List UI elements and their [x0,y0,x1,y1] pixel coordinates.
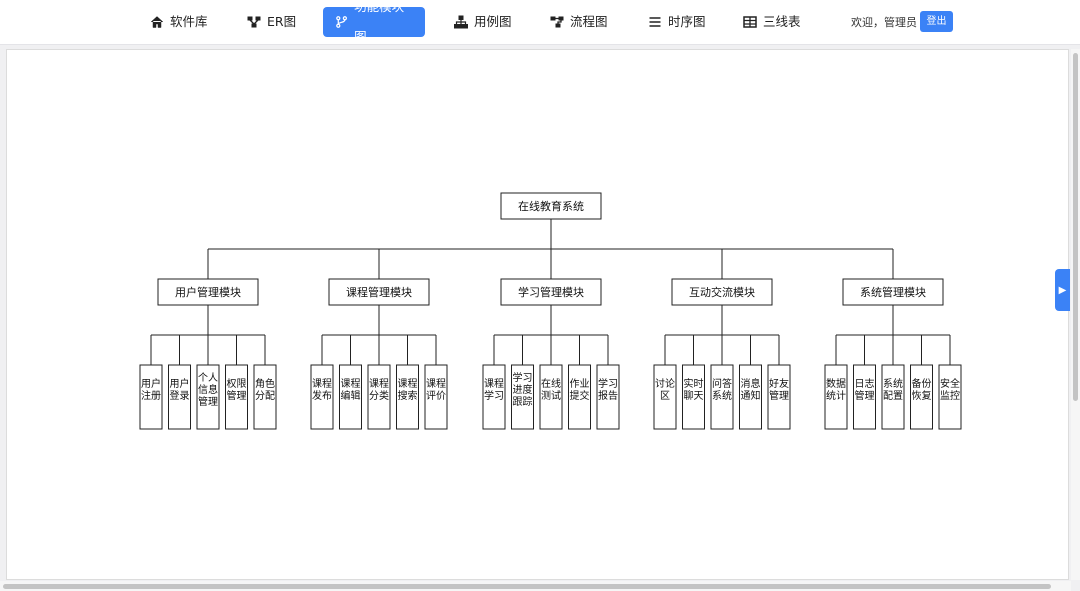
module-node: 互动交流模块 [671,278,773,306]
leaf-node-label: 课程发布 [312,378,332,402]
logout-button[interactable]: 登出 [920,11,953,32]
leaf-node-label: 讨论区 [655,377,675,402]
module-node-label: 互动交流模块 [689,285,755,299]
nav-flowchart[interactable]: 流程图 [538,7,620,37]
leaf-node-label: 课程分类 [369,378,389,402]
nav-use-case-diagram[interactable]: 用例图 [442,7,524,37]
leaf-node-label: 课程编辑 [341,378,361,402]
module-node-label: 课程管理模块 [346,285,412,299]
horizontal-scrollbar[interactable] [0,581,1071,591]
module-node-label: 学习管理模块 [518,285,584,299]
leaf-node: 角色分配 [253,364,277,430]
leaf-node: 安全监控 [938,364,962,430]
leaf-node: 系统配置 [881,364,905,430]
leaf-node-label: 个人信息管理 [198,372,218,408]
leaf-node-label: 课程学习 [484,378,504,402]
sitemap-icon [454,15,468,29]
nav-label: 功能模块图 [354,0,405,44]
vertical-scrollbar[interactable] [1071,49,1080,580]
leaf-node: 问答系统 [710,364,734,430]
leaf-node: 用户注册 [139,364,163,430]
leaf-node: 数据统计 [824,364,848,430]
top-navigation-bar: 软件库 ER图 功能模块图 用例图 流程图 时序图 三线表 欢迎，管理员 登出 [0,0,1080,45]
leaf-node: 日志管理 [853,364,876,430]
flow-icon [550,16,564,28]
nav-label: ER图 [267,14,297,29]
module-node-label: 系统管理模块 [860,285,926,299]
nav-label: 时序图 [668,14,706,29]
root-node-label: 在线教育系统 [518,199,584,213]
er-diagram-icon [247,16,261,28]
nav-label: 用例图 [474,14,512,29]
leaf-node-label: 日志管理 [855,377,875,402]
leaf-node: 课程分类 [367,364,391,430]
branch-icon [336,16,347,28]
leaf-node-label: 用户登录 [170,377,190,402]
horizontal-scrollbar-thumb[interactable] [3,584,1051,589]
leaf-node-label: 作业提交 [570,378,590,402]
leaf-node-label: 实时聊天 [684,377,704,402]
leaf-node-label: 学习进度跟踪 [513,371,533,408]
module-node: 系统管理模块 [842,278,944,306]
leaf-node-label: 系统配置 [883,377,903,402]
leaf-node: 课程学习 [482,364,506,430]
leaf-node: 在线测试 [539,364,563,430]
nav-label: 流程图 [570,14,608,29]
leaf-node-label: 安全监控 [940,377,960,402]
leaf-node-label: 问答系统 [712,377,732,402]
table-icon [743,16,757,28]
module-node: 课程管理模块 [328,278,430,306]
leaf-node: 用户登录 [168,364,191,430]
module-node: 用户管理模块 [157,278,259,306]
leaf-node-label: 角色分配 [255,377,275,402]
vertical-scrollbar-thumb[interactable] [1073,53,1078,401]
leaf-node-label: 数据统计 [826,377,846,402]
nav-software-library[interactable]: 软件库 [138,7,220,37]
leaf-node-label: 课程搜索 [398,378,418,402]
diagram-canvas: 在线教育系统用户管理模块用户注册用户登录个人信息管理权限管理角色分配 课程管理模块… [6,49,1069,580]
nav-er-diagram[interactable]: ER图 [235,7,308,37]
leaf-node: 消息通知 [739,364,762,430]
nav-sequence-diagram[interactable]: 时序图 [636,7,718,37]
leaf-node: 实时聊天 [682,364,705,430]
leaf-node: 好友管理 [767,364,791,430]
leaf-node-label: 好友管理 [769,377,789,402]
leaf-node-label: 消息通知 [741,377,761,402]
leaf-node-label: 备份恢复 [912,377,932,402]
side-panel-toggle[interactable]: ▶ [1055,269,1070,311]
nav-function-module-diagram[interactable]: 功能模块图 [323,0,425,44]
leaf-node: 讨论区 [653,364,677,430]
nav-label: 三线表 [763,14,801,29]
leaf-node: 课程评价 [424,364,448,430]
leaf-node-label: 在线测试 [541,377,561,402]
leaf-node: 权限管理 [225,364,248,430]
leaf-node: 学习进度跟踪 [511,364,534,430]
home-icon [150,16,164,28]
leaf-node: 课程发布 [310,364,334,430]
welcome-text: 欢迎，管理员 [851,16,917,29]
nav-label: 软件库 [170,14,208,29]
leaf-node: 作业提交 [568,364,591,430]
leaf-node-label: 学习报告 [598,377,618,402]
root-node: 在线教育系统 [500,192,602,220]
leaf-node: 课程搜索 [396,364,419,430]
leaf-node: 学习报告 [596,364,620,430]
leaf-node-label: 课程评价 [426,378,446,402]
leaf-node-label: 权限管理 [227,377,247,402]
leaf-node: 备份恢复 [910,364,933,430]
leaf-node: 课程编辑 [339,364,362,430]
module-node-label: 用户管理模块 [175,285,241,299]
nav-three-line-table[interactable]: 三线表 [731,7,813,37]
leaf-node: 个人信息管理 [196,364,220,430]
list-icon [649,17,661,27]
leaf-node-label: 用户注册 [141,377,161,402]
module-node: 学习管理模块 [500,278,602,306]
